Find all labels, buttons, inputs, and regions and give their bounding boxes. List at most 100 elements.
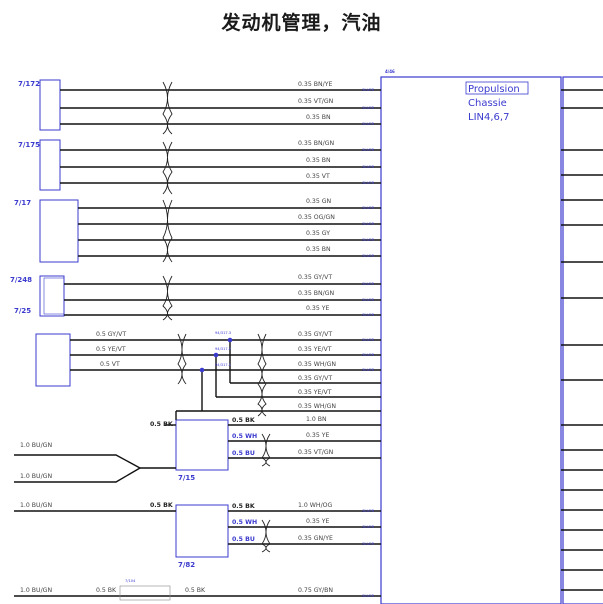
wire-label: 0.35 WH/GN bbox=[298, 403, 336, 410]
connector-box-717 bbox=[39, 199, 79, 263]
connector-box-7175 bbox=[39, 139, 61, 191]
wire-label: 0.35 GY/VT bbox=[298, 331, 332, 338]
wire-label: 0.35 BN bbox=[306, 246, 331, 253]
left-feed-label: 1.0 BU/GN bbox=[20, 587, 52, 594]
wire-label: 0.35 VT/GN bbox=[298, 449, 334, 456]
wire-group-5 bbox=[70, 339, 381, 412]
connector-box-7248 bbox=[39, 275, 65, 317]
wire-group-6 bbox=[228, 424, 381, 459]
svg-text:SILVER: SILVER bbox=[362, 238, 375, 242]
svg-text:SILVER: SILVER bbox=[362, 509, 375, 513]
relay-wire-label: 0.5 WH bbox=[232, 433, 257, 440]
twist-symbol bbox=[162, 141, 173, 195]
connector-box-7104 bbox=[119, 585, 171, 601]
splice-dot bbox=[213, 352, 219, 358]
wire-group-4 bbox=[64, 283, 381, 316]
wire-label: 1.0 BN bbox=[306, 416, 327, 423]
wire-label: 0.35 OG/GN bbox=[298, 214, 335, 221]
svg-text:SILVER: SILVER bbox=[362, 298, 375, 302]
wire-label: 0.35 GN bbox=[306, 198, 332, 205]
ecu-label-box-1 bbox=[465, 81, 529, 95]
wire-group-7 bbox=[228, 510, 381, 545]
wire-label: 0.35 BN/GN bbox=[298, 290, 334, 297]
svg-text:SILVER: SILVER bbox=[362, 353, 375, 357]
svg-text:SILVER: SILVER bbox=[362, 282, 375, 286]
relay-box-782 bbox=[175, 504, 229, 558]
wire-label: 0.35 GY/VT bbox=[298, 375, 332, 382]
svg-text:SILVER: SILVER bbox=[362, 88, 375, 92]
relay-wire-label: 0.5 BU bbox=[232, 536, 255, 543]
twist-symbol bbox=[177, 333, 187, 385]
connector-box-725 bbox=[35, 333, 71, 387]
left-feed-label: 0.5 BK bbox=[185, 587, 206, 594]
wire-label: 0.35 BN bbox=[306, 114, 331, 121]
left-feed-label: 1.0 BU/GN bbox=[20, 502, 52, 509]
connector-label-7104: 7/104 bbox=[125, 579, 136, 583]
wire-label: 0.35 BN bbox=[306, 157, 331, 164]
relay-wire-label: 0.5 WH bbox=[232, 519, 257, 526]
twist-symbol bbox=[162, 199, 173, 263]
wire-label: 0.35 YE/VT bbox=[298, 389, 332, 396]
wire-label-left: 0.5 GY/VT bbox=[96, 331, 126, 338]
svg-text:SILVER: SILVER bbox=[362, 181, 375, 185]
twist-symbol bbox=[261, 519, 271, 553]
svg-text:SILVER: SILVER bbox=[362, 542, 375, 546]
wire-label: 0.35 BN/GN bbox=[298, 140, 334, 147]
wire-label: 0.35 GY bbox=[306, 230, 330, 237]
relay-wire-label: 0.5 BK bbox=[150, 421, 173, 428]
twist-symbol bbox=[261, 433, 271, 467]
left-feed-label: 0.5 BK bbox=[96, 587, 117, 594]
wire-label-left: 0.5 VT bbox=[100, 361, 120, 368]
svg-text:SILVER: SILVER bbox=[362, 206, 375, 210]
svg-text:SILVER: SILVER bbox=[362, 165, 375, 169]
connector-box-7248-inner bbox=[43, 277, 65, 315]
wire-label: 0.35 WH/GN bbox=[298, 361, 336, 368]
wire-label: 0.35 VT/GN bbox=[298, 98, 334, 105]
relay-wire-label: 0.5 BK bbox=[232, 503, 255, 510]
left-feed-label: 1.0 BU/GN bbox=[20, 442, 52, 449]
twist-symbol bbox=[162, 81, 173, 135]
wire-label-left: 0.5 YE/VT bbox=[96, 346, 126, 353]
wire-label: 0.35 GN/YE bbox=[298, 535, 333, 542]
twist-symbol bbox=[257, 383, 267, 417]
wire-label: 0.35 BN/YE bbox=[298, 81, 332, 88]
svg-text:SILVER: SILVER bbox=[362, 313, 375, 317]
splice-label: 94/317.2 bbox=[215, 347, 231, 351]
twist-symbol bbox=[257, 333, 267, 385]
svg-text:SILVER: SILVER bbox=[362, 254, 375, 258]
svg-text:SILVER: SILVER bbox=[362, 222, 375, 226]
relay-wire-label: 0.5 BK bbox=[150, 502, 173, 509]
ecu-id: 4/46 bbox=[385, 69, 395, 74]
wire-label: 0.35 YE bbox=[306, 432, 330, 439]
ecu-label-propulsion: Propulsion bbox=[468, 84, 520, 95]
wire-label: 0.35 YE bbox=[306, 518, 330, 525]
svg-text:SILVER: SILVER bbox=[362, 106, 375, 110]
connector-label-725: 7/25 bbox=[14, 307, 31, 315]
ecu-right-box bbox=[562, 76, 603, 604]
svg-text:SILVER: SILVER bbox=[362, 122, 375, 126]
ecu-label-chassie: Chassie bbox=[468, 98, 507, 109]
svg-text:SILVER: SILVER bbox=[362, 594, 375, 598]
wire-group-3 bbox=[78, 207, 381, 257]
relay-wire-label: 0.5 BK bbox=[232, 417, 255, 424]
svg-text:SILVER: SILVER bbox=[362, 525, 375, 529]
wire-label: 0.35 VT bbox=[306, 173, 330, 180]
svg-text:SILVER: SILVER bbox=[362, 368, 375, 372]
connector-label-717: 7/17 bbox=[14, 199, 31, 207]
wire-label: 0.35 YE/VT bbox=[298, 346, 332, 353]
wire-label: 1.0 WH/OG bbox=[298, 502, 333, 509]
wire-group-2 bbox=[60, 149, 381, 184]
connector-label-7248: 7/248 bbox=[10, 276, 32, 284]
svg-text:SILVER: SILVER bbox=[362, 148, 375, 152]
ecu-label-lin: LIN4,6,7 bbox=[468, 112, 509, 123]
splice-dot bbox=[199, 367, 205, 373]
connector-label-715: 7/15 bbox=[178, 474, 195, 482]
left-feed-label: 1.0 BU/GN bbox=[20, 473, 52, 480]
splice-label: 94/317.3 bbox=[215, 331, 231, 335]
wire-label: 0.75 GY/BN bbox=[298, 587, 333, 594]
ecu-box bbox=[380, 76, 562, 604]
connector-box-7172 bbox=[39, 79, 61, 131]
relay-box-715 bbox=[175, 419, 229, 471]
connector-label-7172: 7/172 bbox=[18, 80, 40, 88]
